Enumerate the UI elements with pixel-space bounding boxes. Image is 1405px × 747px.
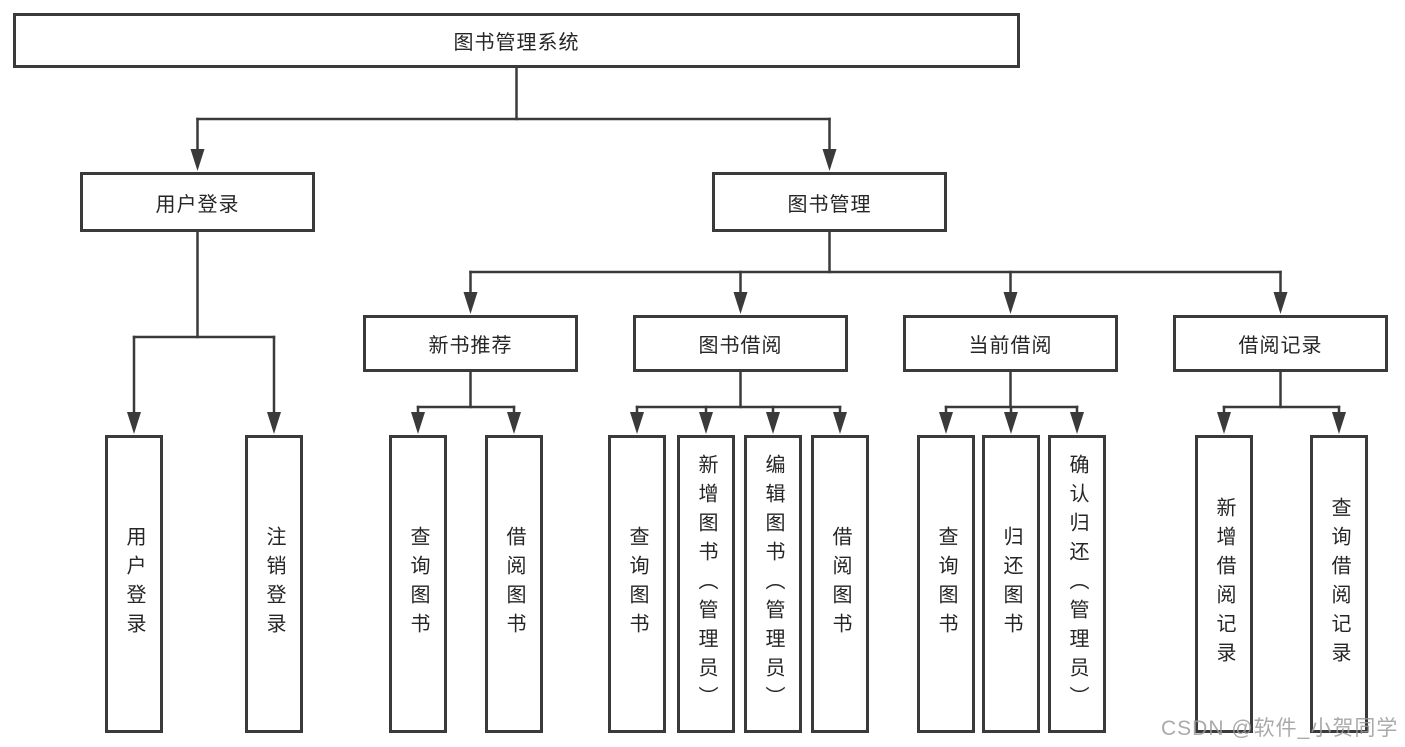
- leaf-label: 归还图书: [1000, 526, 1022, 642]
- leaf-logout: 注销登录: [245, 435, 303, 733]
- leaf-edit-books-admin: 编辑图书（管理员）: [744, 435, 802, 733]
- leaf-borrow-books: 借阅图书: [811, 435, 869, 733]
- leaf-label: 借阅图书: [503, 526, 525, 642]
- node-current-borrow: 当前借阅: [903, 315, 1118, 372]
- node-label: 图书管理系统: [453, 32, 580, 54]
- leaf-label: 查询图书: [935, 526, 957, 642]
- leaf-label: 查询图书: [407, 526, 429, 642]
- node-label: 图书管理: [787, 193, 872, 216]
- leaf-label: 编辑图书（管理员）: [762, 453, 784, 715]
- node-label: 新书推荐: [428, 335, 513, 357]
- node-new-book-recommend: 新书推荐: [363, 315, 578, 372]
- leaf-query-books-recommend: 查询图书: [389, 435, 447, 733]
- node-label: 当前借阅: [968, 335, 1053, 357]
- leaf-label: 查询借阅记录: [1328, 497, 1350, 671]
- leaf-add-borrow-record: 新增借阅记录: [1195, 435, 1253, 733]
- leaf-add-books-admin: 新增图书（管理员）: [677, 435, 735, 733]
- csdn-watermark: CSDN @软件_小贺同学: [1161, 717, 1399, 740]
- leaf-label: 新增图书（管理员）: [695, 453, 717, 715]
- node-borrow-records: 借阅记录: [1173, 315, 1388, 372]
- node-label: 用户登录: [155, 193, 240, 216]
- connector-book-management-to-level3: [463, 230, 1288, 314]
- connector-current-borrow-to-leaves: [939, 370, 1084, 434]
- node-label: 借阅记录: [1238, 335, 1323, 357]
- leaf-query-books-borrow: 查询图书: [608, 435, 666, 733]
- leaf-label: 注销登录: [263, 526, 285, 642]
- node-label: 图书借阅: [698, 335, 783, 357]
- connector-user-login-to-leaves: [127, 230, 281, 434]
- leaf-label: 借阅图书: [829, 526, 851, 642]
- node-user-login: 用户登录: [80, 172, 315, 232]
- leaf-label: 查询图书: [626, 526, 648, 642]
- leaf-user-login: 用户登录: [105, 435, 163, 733]
- leaf-confirm-return-admin: 确认归还（管理员）: [1048, 435, 1106, 733]
- node-root-system: 图书管理系统: [13, 13, 1020, 68]
- leaf-label: 确认归还（管理员）: [1066, 453, 1088, 715]
- connector-book-borrow-to-leaves: [630, 370, 847, 434]
- connector-borrow-records-to-leaves: [1217, 370, 1346, 434]
- node-book-management: 图书管理: [712, 172, 947, 232]
- leaf-query-borrow-record: 查询借阅记录: [1310, 435, 1368, 733]
- connector-new-book-recommend-to-leaves: [411, 370, 521, 434]
- leaf-borrow-books-recommend: 借阅图书: [485, 435, 543, 733]
- connector-root-to-level2: [190, 66, 837, 171]
- leaf-query-books-current: 查询图书: [917, 435, 975, 733]
- leaf-label: 用户登录: [123, 526, 145, 642]
- node-book-borrow: 图书借阅: [633, 315, 848, 372]
- leaf-label: 新增借阅记录: [1213, 497, 1235, 671]
- leaf-return-books: 归还图书: [982, 435, 1040, 733]
